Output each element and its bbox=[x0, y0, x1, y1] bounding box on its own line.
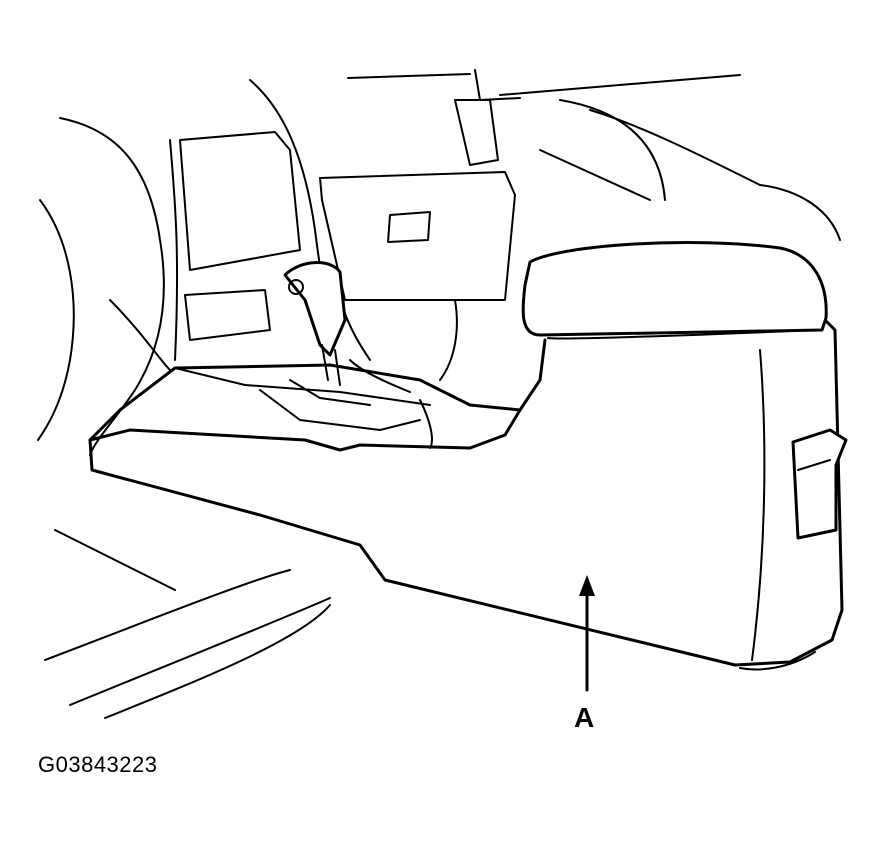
center-console-body bbox=[88, 241, 844, 671]
console-side-latch bbox=[791, 428, 848, 540]
glovebox-outline bbox=[319, 69, 841, 381]
callout-arrow bbox=[579, 575, 595, 692]
callout-label: A bbox=[574, 702, 595, 733]
dashboard-outline bbox=[37, 79, 331, 456]
floor-lines bbox=[44, 529, 331, 719]
console-tray bbox=[88, 359, 522, 452]
gear-shifter bbox=[283, 261, 347, 386]
figure-id: G03843223 bbox=[38, 752, 158, 777]
